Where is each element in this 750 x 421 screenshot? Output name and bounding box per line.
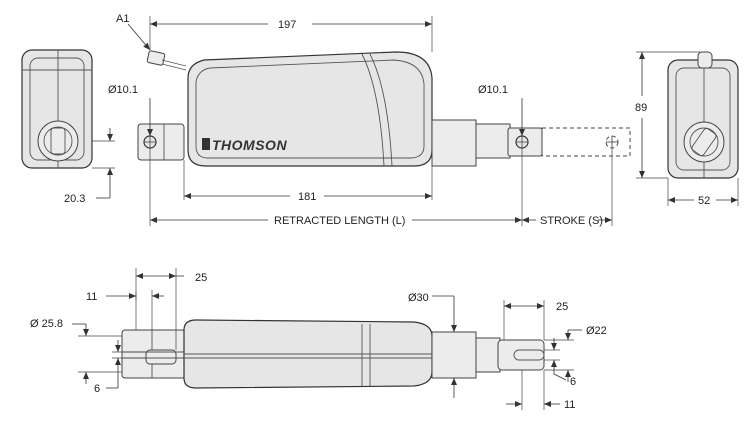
actuator-side-view: THOMSON <box>137 50 631 167</box>
dim-11-left-label: 11 <box>86 291 97 303</box>
dim-52: 52 <box>667 178 739 207</box>
dim-25-right-label: 25 <box>556 301 568 313</box>
dim-20-3: 20.3 <box>64 128 115 205</box>
dim-25-right: 25 <box>503 300 568 340</box>
dim-6-right-label: 6 <box>570 376 576 388</box>
dim-22-label: Ø22 <box>586 325 607 337</box>
dim-25-8-label: Ø 25.8 <box>30 318 63 330</box>
dim-11-left: 11 <box>86 290 164 330</box>
dim-25-left-label: 25 <box>195 272 207 284</box>
retracted-length-label: RETRACTED LENGTH (L) <box>274 215 405 227</box>
dim-hole-right: Ø10.1 <box>478 84 525 136</box>
dim-181: 181 <box>183 160 433 203</box>
stroke-label: STROKE (S) <box>540 215 603 227</box>
dim-181-label: 181 <box>298 191 316 203</box>
dim-20-3-label: 20.3 <box>64 193 85 205</box>
dim-11-right-label: 11 <box>564 399 575 411</box>
dim-6-left: 6 <box>94 340 146 395</box>
dim-30-label: Ø30 <box>408 292 429 304</box>
left-end-view <box>21 49 93 169</box>
hole-left-label: Ø10.1 <box>108 84 138 96</box>
a1-label: A1 <box>116 13 129 25</box>
dim-22: Ø22 <box>544 325 607 382</box>
dim-89-label: 89 <box>635 102 647 114</box>
dim-hole-left: Ø10.1 <box>108 84 153 136</box>
right-end-view <box>667 51 739 179</box>
dim-89: 89 <box>635 51 700 179</box>
dim-6-right: 6 <box>544 338 576 388</box>
dim-25-left: 25 <box>135 268 207 350</box>
dim-6-left-label: 6 <box>94 383 100 395</box>
dim-197-label: 197 <box>278 19 296 31</box>
dim-11-right: 11 <box>506 370 575 411</box>
hole-right-label: Ø10.1 <box>478 84 508 96</box>
dim-30: Ø30 <box>408 292 457 398</box>
dim-stroke: STROKE (S) <box>522 215 612 227</box>
brand-logo-text: THOMSON <box>212 137 287 153</box>
actuator-top-view <box>121 319 545 389</box>
dim-197: 197 <box>149 16 433 52</box>
dim-25-8: Ø 25.8 <box>30 318 122 384</box>
label-a1: A1 <box>116 13 151 51</box>
dim-retracted-length: RETRACTED LENGTH (L) <box>149 148 613 227</box>
dim-52-label: 52 <box>698 195 710 207</box>
